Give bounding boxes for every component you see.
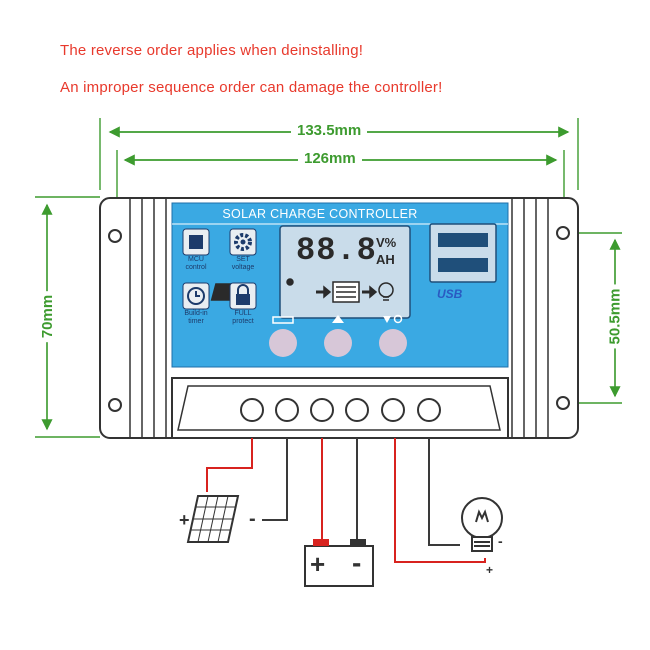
bulb-lcd-icon xyxy=(378,282,394,301)
load-minus-sign: - xyxy=(498,533,503,549)
menu-button xyxy=(269,329,297,357)
lcd-unit-top: V% xyxy=(376,235,397,250)
lcd-digits: 88.8 xyxy=(296,232,377,269)
dim-hole-spacing-height: 50.5mm xyxy=(606,284,624,349)
lcd-unit-bottom: AH xyxy=(376,252,395,267)
dim-height: 70mm xyxy=(39,290,57,343)
solar-minus-sign: - xyxy=(249,508,256,530)
lcd-display xyxy=(279,225,411,319)
battery-lcd-icon xyxy=(332,281,360,303)
up-button xyxy=(324,329,352,357)
usb-port-frame xyxy=(429,223,497,283)
battery-plus-sign: + xyxy=(310,549,326,579)
terminal-4 xyxy=(345,398,369,422)
load-positive-wire xyxy=(394,438,486,563)
wires xyxy=(206,438,486,563)
down-button xyxy=(379,329,407,357)
legend-icons xyxy=(182,228,257,310)
load-negative-wire xyxy=(428,438,460,546)
battery-minus-sign: - xyxy=(352,547,362,578)
terminal-6 xyxy=(417,398,441,422)
solar-positive-wire xyxy=(206,438,253,492)
panel-buttons xyxy=(269,314,407,357)
mount-hole-bottom-right xyxy=(556,396,570,410)
warning-reverse-order: The reverse order applies when deinstall… xyxy=(60,42,364,59)
solar-plus-sign: + xyxy=(179,510,190,530)
usb-label: USB xyxy=(437,287,463,301)
terminal-3 xyxy=(310,398,334,422)
load-plus-sign: + xyxy=(486,563,494,577)
usb-port-2 xyxy=(438,258,488,272)
terminal-block xyxy=(171,377,509,439)
battery-icon xyxy=(304,539,374,587)
terminal-5 xyxy=(381,398,405,422)
light-bulb-icon xyxy=(461,497,503,552)
terminal-1 xyxy=(240,398,264,422)
dim-overall-width: 133.5mm xyxy=(291,122,368,139)
dim-hole-spacing-width: 126mm xyxy=(298,150,362,167)
panel-title: SOLAR CHARGE CONTROLLER xyxy=(222,207,418,221)
terminal-2 xyxy=(275,398,299,422)
solar-negative-wire xyxy=(262,438,288,521)
usb-port-1 xyxy=(438,233,488,247)
mount-hole-top-right xyxy=(556,226,570,240)
mount-hole-top-left xyxy=(108,229,122,243)
warning-improper-sequence: An improper sequence order can damage th… xyxy=(60,79,443,96)
solar-panel-icon xyxy=(186,495,240,543)
mount-hole-bottom-left xyxy=(108,398,122,412)
